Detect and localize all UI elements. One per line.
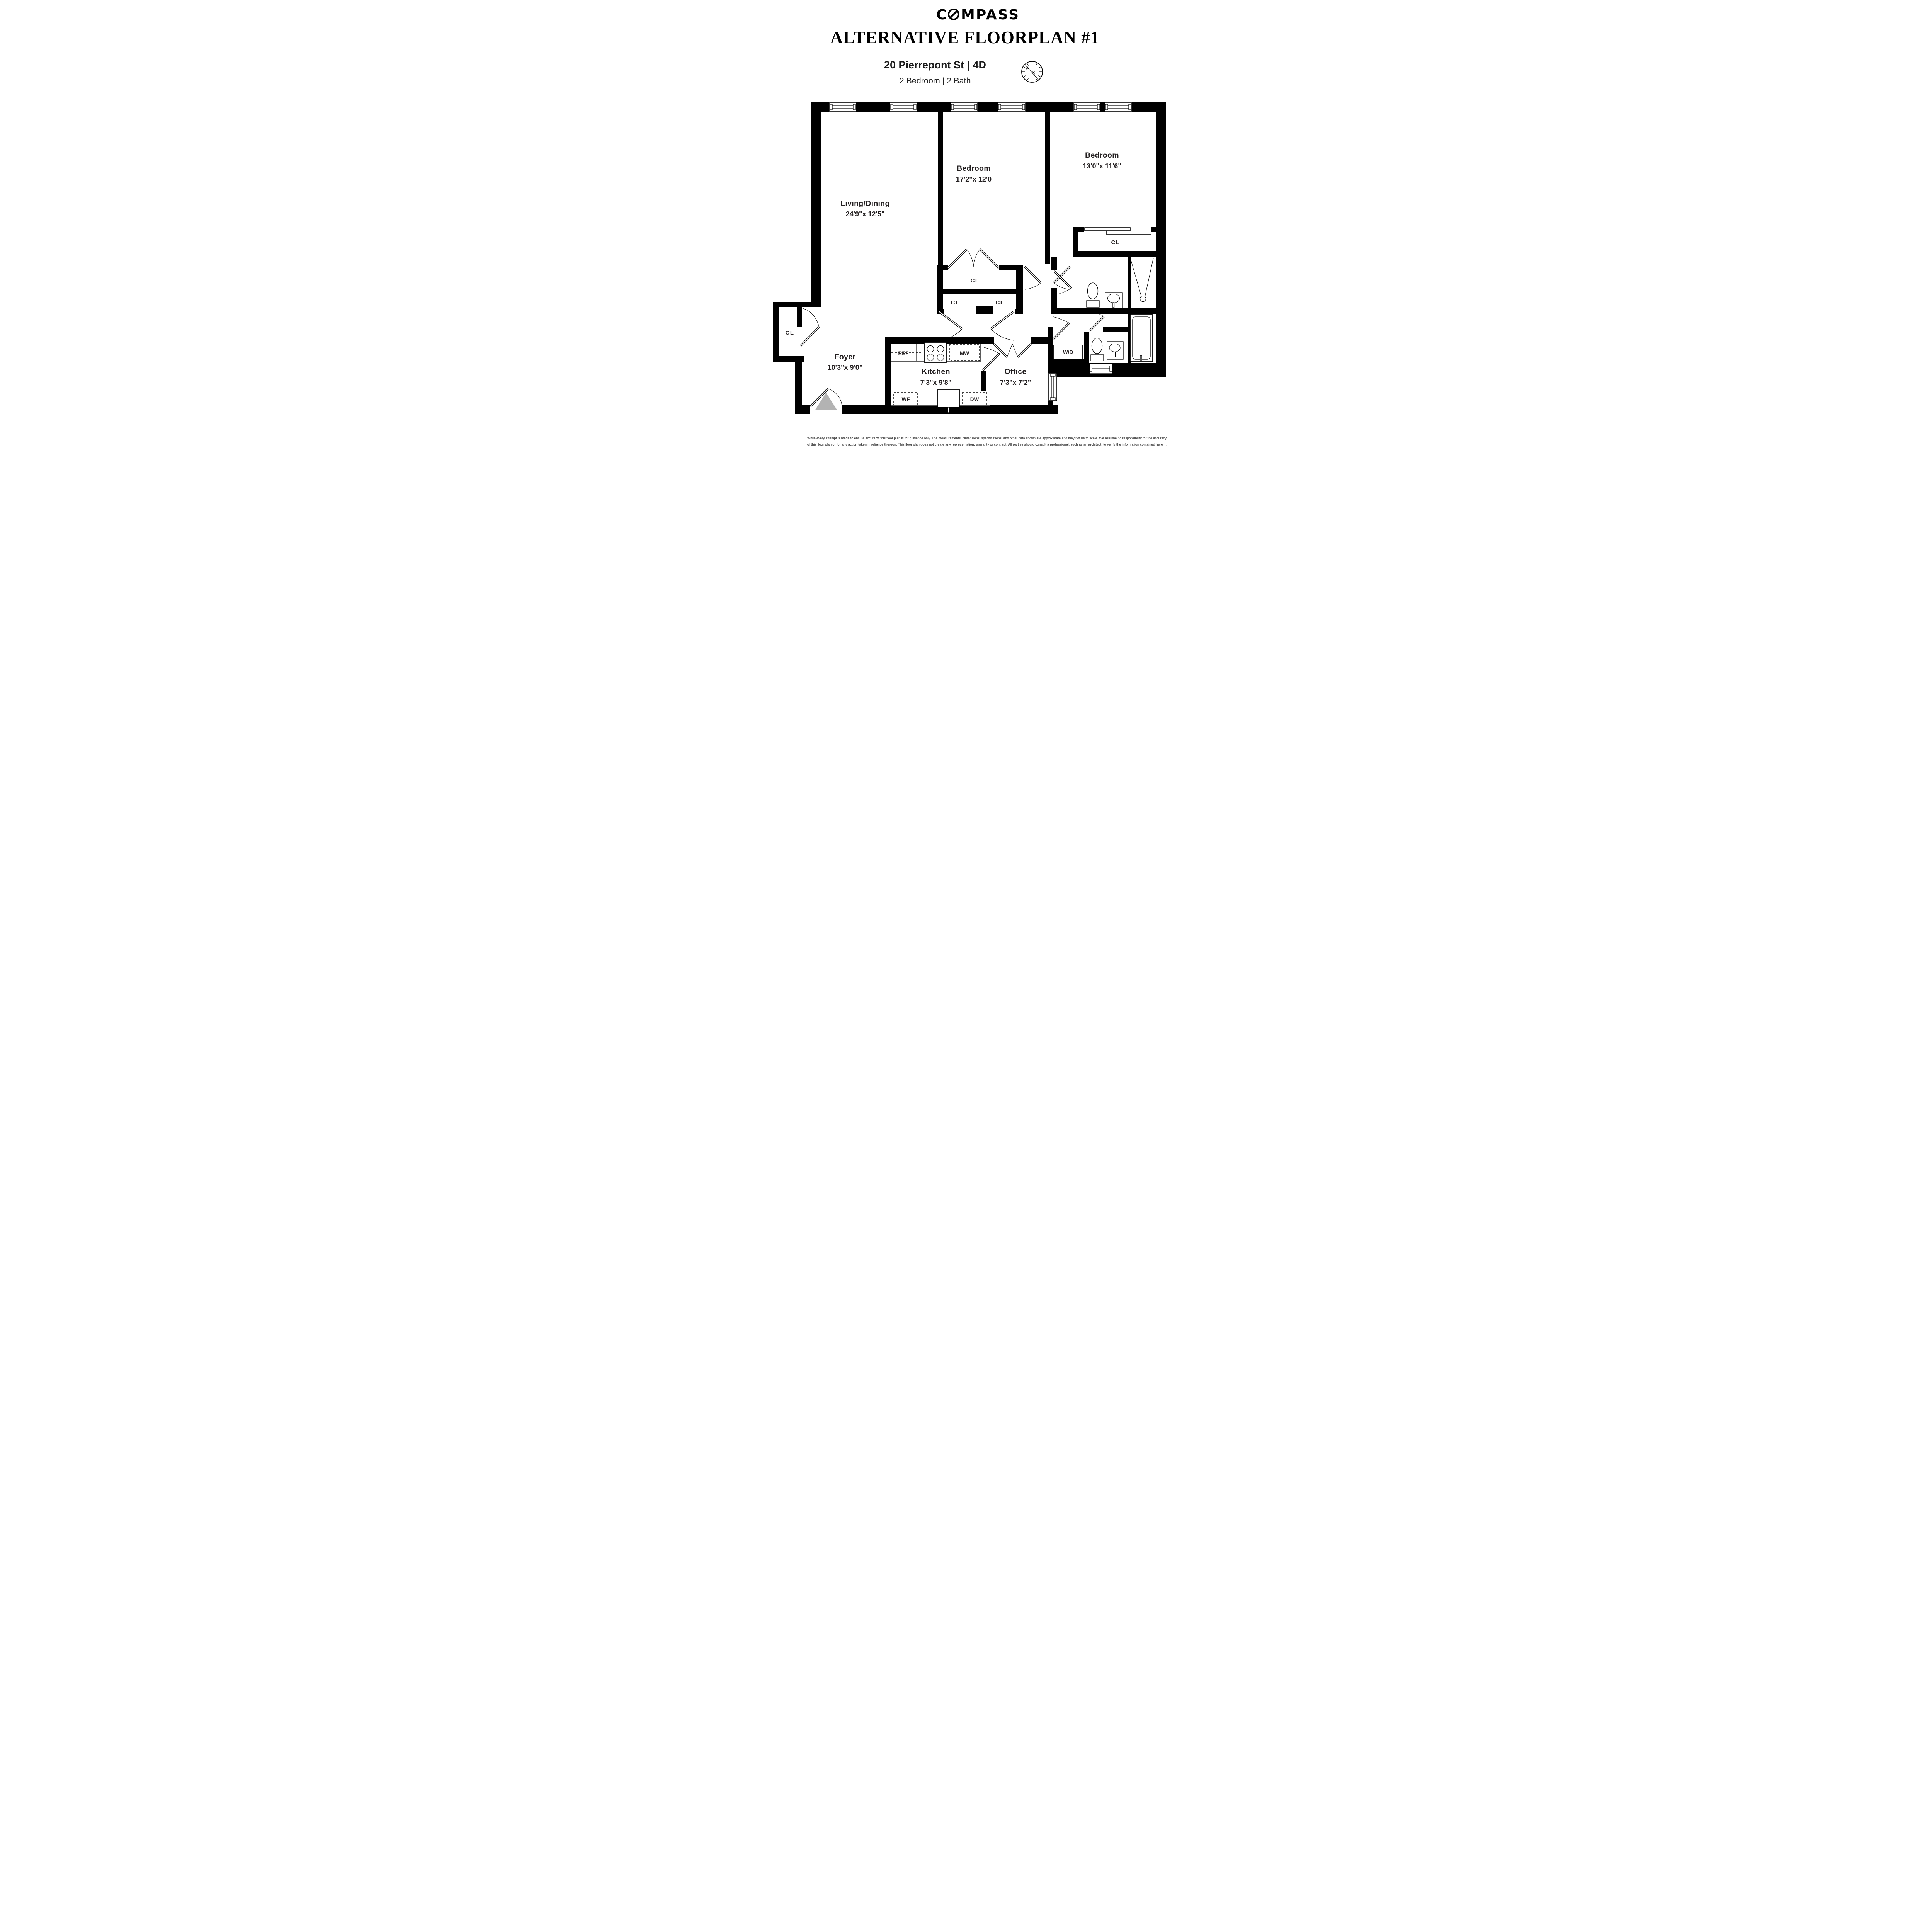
- door-bathroom2: [1089, 310, 1105, 331]
- window-icon: [1104, 102, 1132, 112]
- room-labels: Living/Dining 24'9"x 12'5" Bedroom 17'2"…: [785, 151, 1121, 402]
- door-office-double: [993, 343, 1032, 358]
- sink-icon: [937, 389, 960, 413]
- walls: [773, 102, 1166, 414]
- bedroom2-label: Bedroom: [1085, 151, 1119, 160]
- refrigerator-label: REF: [898, 350, 908, 356]
- living-room-dims: 24'9"x 12'5": [845, 210, 884, 218]
- door-bedroom2: [1053, 266, 1071, 290]
- logo-text-rest: MPASS: [961, 7, 1020, 23]
- door-bedroom1: [1024, 266, 1042, 290]
- entry-door: [809, 388, 842, 410]
- sink-icon: [1106, 341, 1124, 360]
- radiator-icon: [1089, 363, 1112, 374]
- sink-icon: [1104, 292, 1123, 309]
- washer-dryer-box: [1053, 345, 1083, 359]
- door-hall-closet-left: [938, 311, 963, 341]
- door-bedroom1-closet: [947, 248, 1000, 269]
- kitchen-label: Kitchen: [922, 367, 950, 376]
- kitchen-fixtures: [890, 342, 990, 413]
- door-wd-closet: [1052, 316, 1070, 340]
- disclaimer-line2: of this floor plan or for any action tak…: [807, 442, 1167, 447]
- wine-fridge-label: WF: [901, 396, 910, 402]
- window-icon: [1073, 102, 1101, 112]
- window-icon: [950, 102, 978, 112]
- office-dims: 7'3"x 7'2": [1000, 379, 1031, 386]
- wine-fridge-box: [893, 392, 918, 405]
- bedroom2-closet-label: CL: [1111, 239, 1120, 246]
- disclaimer-line1: While every attempt is made to ensure ac…: [807, 436, 1167, 440]
- dishwasher-box: [961, 392, 987, 405]
- office-label: Office: [1004, 367, 1026, 376]
- compass-north-label: N: [1024, 66, 1030, 71]
- microwave-box: [949, 344, 980, 361]
- window-icon: [889, 102, 917, 112]
- living-room-label: Living/Dining: [840, 199, 889, 208]
- dishwasher-label: DW: [970, 396, 979, 402]
- toilet-icon: [1090, 338, 1104, 361]
- kitchen-dims: 7'3"x 9'8": [920, 379, 951, 386]
- shower-icon: [1129, 257, 1154, 302]
- window-icon: [828, 102, 857, 112]
- bedroom1-dims: 17'2"x 12'0: [956, 175, 991, 183]
- foyer-dims: 10'3"x 9'0": [827, 364, 862, 371]
- bedroom2-dims: 13'0"x 11'6": [1083, 162, 1121, 170]
- logo-text-c: C: [936, 7, 947, 23]
- compass-logo-o-icon: [947, 9, 959, 20]
- door-hall-closet-right: [990, 311, 1014, 341]
- microwave-label: MW: [960, 350, 969, 356]
- sliding-doors-bedroom2-closet: [1084, 227, 1151, 235]
- washer-dryer-label: W/D: [1063, 349, 1073, 355]
- compass-rose-icon: N: [1021, 61, 1043, 83]
- stove-icon: [923, 342, 947, 363]
- foyer-label: Foyer: [834, 353, 855, 361]
- windows: [828, 102, 1132, 401]
- bedroom1-closet-label: CL: [970, 277, 979, 284]
- unit-summary: 2 Bedroom | 2 Bath: [899, 76, 971, 85]
- page-title: ALTERNATIVE FLOORPLAN #1: [830, 28, 1099, 47]
- toilet-icon: [1086, 282, 1100, 308]
- door-bathroom1: [1053, 270, 1072, 295]
- door-foyer-closet: [799, 308, 820, 347]
- bathtub-icon: [1129, 314, 1153, 362]
- bathroom1-fixtures: [1086, 257, 1154, 309]
- disclaimer: While every attempt is made to ensure ac…: [807, 436, 1167, 447]
- entry-arrow-icon: [815, 393, 837, 410]
- foyer-closet-label: CL: [785, 330, 794, 336]
- address: 20 Pierrepont St | 4D: [884, 59, 986, 71]
- window-icon: [997, 102, 1026, 112]
- bedroom1-label: Bedroom: [957, 164, 991, 173]
- window-icon: [1048, 373, 1057, 401]
- hall-closet-right-label: CL: [995, 299, 1004, 306]
- door-kitchen-office: [982, 347, 1000, 371]
- compass-logo: C MPASS: [936, 7, 1020, 23]
- doors: [799, 227, 1151, 410]
- bathroom2-fixtures: [1053, 314, 1153, 374]
- floorplan-page: C MPASS ALTERNATIVE FLOORPLAN #1 20 Pier…: [667, 0, 1265, 464]
- hall-closet-left-label: CL: [951, 299, 959, 306]
